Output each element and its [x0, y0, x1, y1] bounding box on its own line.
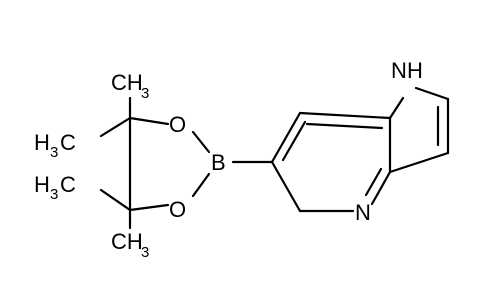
methyl-upper-left: H 3 C	[34, 130, 76, 161]
bond-cq1-me-left	[99, 116, 132, 138]
bond-c7-c7a	[298, 111, 392, 120]
atom-nh-h: H	[407, 58, 423, 83]
atom-pyridine-n: N	[355, 200, 371, 225]
atom-oxygen-bottom: O	[169, 197, 186, 222]
methyl-top: CH 3	[111, 70, 149, 102]
bond-c7a-nh	[388, 96, 405, 120]
methyl-top-main: CH	[111, 70, 143, 95]
methyl-top-sub: 3	[141, 85, 149, 102]
methyl-upper-left-h: H	[34, 130, 50, 155]
methyl-labels: CH 3 H 3 C H 3 C CH 3	[34, 70, 149, 261]
atom-oxygen-top: O	[169, 112, 186, 137]
atom-boron: B	[211, 150, 226, 175]
methyl-bottom-main: CH	[111, 229, 143, 254]
bond-o-bottom-cq2	[128, 203, 170, 212]
bond-c6-c7	[270, 111, 302, 164]
methyl-lower-left-c: C	[60, 172, 76, 197]
atom-nh-n: N	[391, 58, 407, 83]
methyl-upper-left-c: C	[60, 130, 76, 155]
bond-c3a-n4	[370, 170, 392, 206]
bond-c3a-n4-inner	[364, 167, 383, 197]
methyl-bottom-sub: 3	[141, 244, 149, 261]
methyl-lower-left-h: H	[34, 172, 50, 197]
bond-nh-c2	[414, 86, 450, 101]
atom-labels: N H N B O O	[169, 58, 423, 225]
methyl-lower-left-sub: 3	[50, 186, 58, 203]
bond-c7a-c7-inner	[305, 122, 384, 130]
methyl-upper-left-sub: 3	[50, 144, 58, 161]
bond-o-top-cq1	[128, 116, 170, 126]
methyl-bottom: CH 3	[111, 229, 149, 261]
bonds	[99, 86, 450, 230]
bond-c5-c6	[270, 160, 302, 213]
methyl-lower-left: H 3 C	[34, 172, 76, 203]
bond-b-o-top	[191, 130, 211, 154]
bond-c3-c3a	[388, 151, 450, 174]
bond-c6-c7-inner	[281, 120, 307, 162]
bond-cq2-me-left	[99, 188, 132, 212]
bond-b-o-bottom	[191, 172, 211, 198]
